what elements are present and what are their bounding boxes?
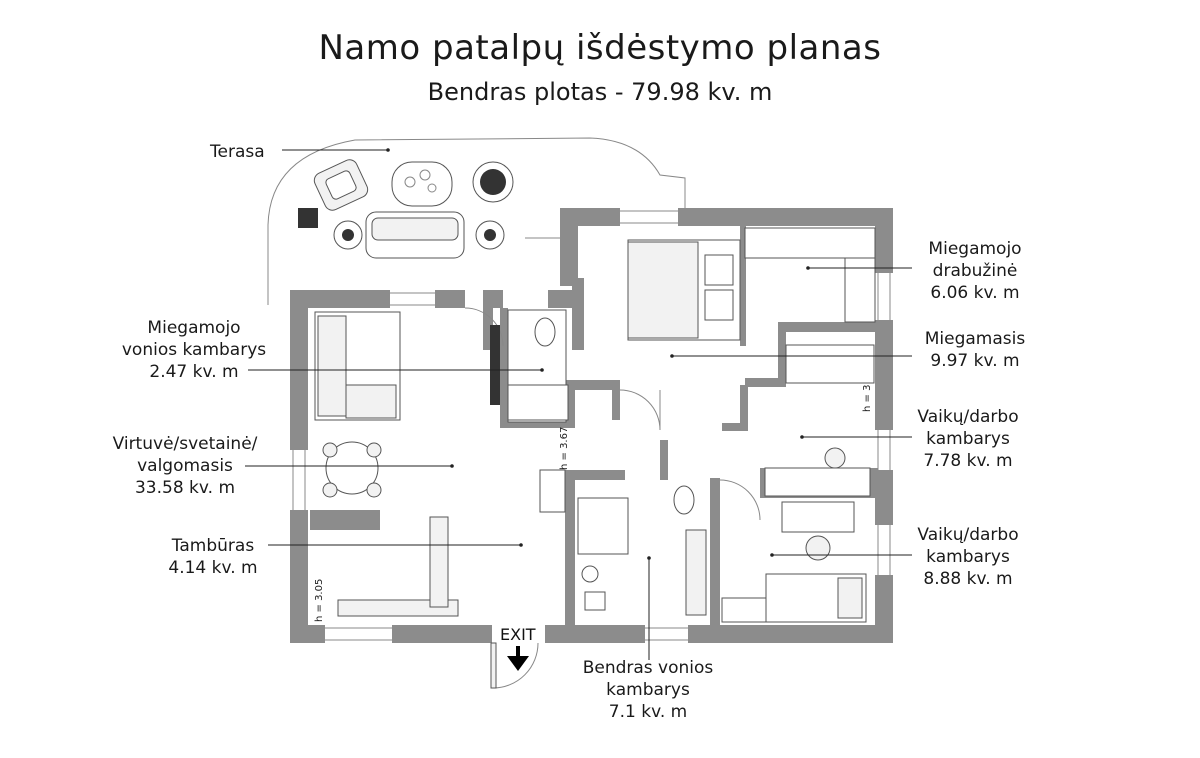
height-annotation-1: h = 3.67 <box>559 427 570 470</box>
svg-text:Miegamasis: Miegamasis <box>925 329 1026 349</box>
terrace-outline <box>267 137 686 305</box>
label-tambur: Tambūras 4.14 kv. m <box>168 536 257 578</box>
walls <box>290 208 893 643</box>
svg-text:kambarys: kambarys <box>606 680 690 700</box>
svg-text:4.14 kv. m: 4.14 kv. m <box>168 558 257 578</box>
label-kitchen: Virtuvė/svetainė/ valgomasis 33.58 kv. m <box>113 434 258 498</box>
svg-text:Vaikų/darbo: Vaikų/darbo <box>917 525 1018 545</box>
svg-text:kambarys: kambarys <box>926 547 1010 567</box>
plan-subtitle: Bendras plotas - 79.98 kv. m <box>427 78 773 106</box>
svg-text:Virtuvė/svetainė/: Virtuvė/svetainė/ <box>113 434 258 454</box>
label-kids-room-2: Vaikų/darbo kambarys 8.88 kv. m <box>917 525 1018 589</box>
svg-text:7.1 kv. m: 7.1 kv. m <box>609 702 687 722</box>
svg-text:2.47 kv. m: 2.47 kv. m <box>149 362 238 382</box>
label-bath-common: Bendras vonios kambarys 7.1 kv. m <box>583 658 714 722</box>
exit-label: EXIT <box>500 625 536 644</box>
svg-text:7.78 kv. m: 7.78 kv. m <box>923 451 1012 471</box>
label-bath-master: Miegamojo vonios kambarys 2.47 kv. m <box>122 318 266 382</box>
label-wardrobe: Miegamojo drabužinė 6.06 kv. m <box>928 239 1021 303</box>
plan-title: Namo patalpų išdėstymo planas <box>318 28 882 68</box>
furniture <box>314 227 876 623</box>
doors <box>464 237 761 689</box>
label-kids-room-1: Vaikų/darbo kambarys 7.78 kv. m <box>917 407 1018 471</box>
height-annotation-2: h = 3 <box>862 385 873 412</box>
svg-text:vonios kambarys: vonios kambarys <box>122 340 266 360</box>
terrace-furniture <box>298 159 514 259</box>
svg-text:Bendras vonios: Bendras vonios <box>583 658 714 678</box>
svg-text:6.06 kv. m: 6.06 kv. m <box>930 283 1019 303</box>
svg-text:Vaikų/darbo: Vaikų/darbo <box>917 407 1018 427</box>
svg-text:33.58 kv. m: 33.58 kv. m <box>135 478 235 498</box>
label-terasa: Terasa <box>209 142 265 162</box>
svg-text:Miegamojo: Miegamojo <box>928 239 1021 259</box>
svg-text:8.88 kv. m: 8.88 kv. m <box>923 569 1012 589</box>
leader-lines <box>245 148 912 660</box>
height-annotation-3: h = 3.05 <box>314 579 325 622</box>
svg-text:Miegamojo: Miegamojo <box>147 318 240 338</box>
svg-text:Tambūras: Tambūras <box>171 536 255 556</box>
svg-text:9.97 kv. m: 9.97 kv. m <box>930 351 1019 371</box>
svg-text:valgomasis: valgomasis <box>137 456 233 476</box>
label-bedroom: Miegamasis 9.97 kv. m <box>925 329 1026 371</box>
svg-text:drabužinė: drabužinė <box>933 261 1018 281</box>
svg-text:kambarys: kambarys <box>926 429 1010 449</box>
exit-marker: EXIT <box>500 625 536 671</box>
